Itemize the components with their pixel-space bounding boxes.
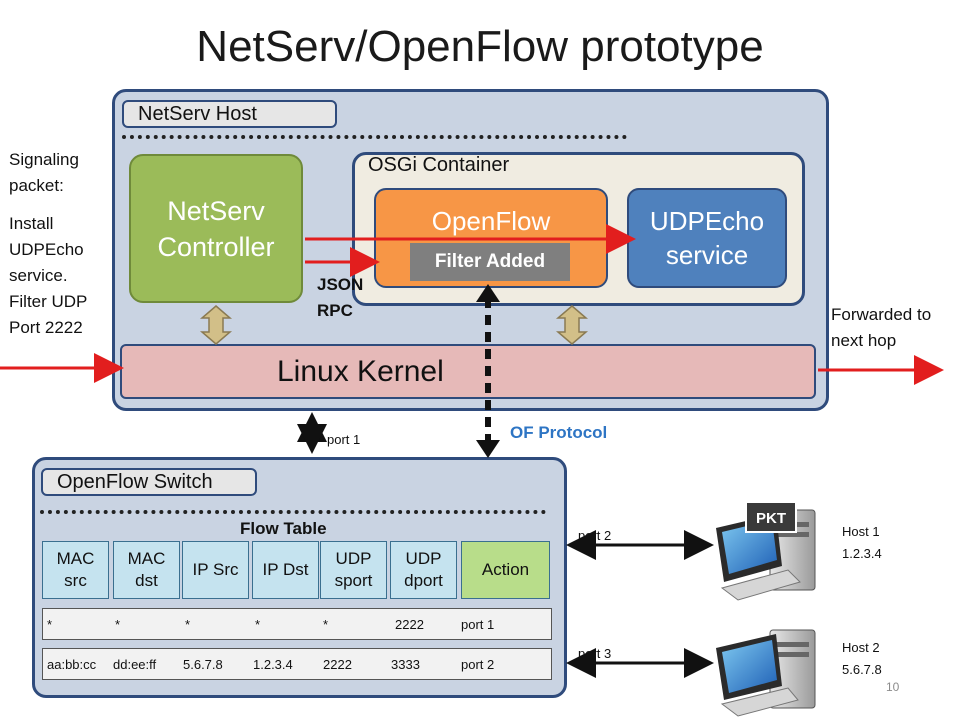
flow-cell: 2222 (323, 656, 352, 672)
forwarded-label: Forwarded to next hop (831, 305, 932, 350)
signaling-line: Port 2222 (9, 318, 83, 337)
flow-cell: aa:bb:cc (47, 656, 97, 672)
flow-cell: * (323, 616, 329, 632)
flow-header-text: IP Src (192, 560, 239, 579)
host2-computer-icon (716, 629, 816, 717)
signaling-line: UDPEcho (9, 240, 84, 259)
json-rpc-label: JSON RPC (317, 275, 364, 320)
flow-header-ip-dst: IP Dst (252, 541, 319, 599)
slide-title: NetServ/OpenFlow prototype (196, 22, 764, 71)
linux-kernel-label: Linux Kernel (277, 354, 444, 388)
flow-row: aa:bb:cc dd:ee:ff 5.6.7.8 1.2.3.4 2222 3… (42, 648, 552, 680)
flow-cell: 2222 (395, 616, 424, 632)
flow-cell: * (47, 616, 53, 632)
pkt-label: PKT (756, 510, 786, 527)
flow-cell: port 2 (461, 656, 495, 672)
page-number: 10 (886, 680, 900, 694)
netserv-controller-label: NetServ Controller (157, 195, 275, 262)
flow-header-ip-src: IP Src (182, 541, 249, 599)
openflow-switch-tab: OpenFlow Switch (41, 468, 257, 496)
signaling-line: service. (9, 266, 68, 285)
port1-label: port 1 (327, 432, 361, 447)
flow-row: * * * * * 2222 port 1 (42, 608, 552, 640)
flow-header-udp-dport: UDP dport (390, 541, 457, 599)
flow-header-mac-src: MAC src (42, 541, 109, 599)
flow-header-udp-sport: UDP sport (320, 541, 387, 599)
flow-header-action: Action (461, 541, 550, 599)
linux-kernel: Linux Kernel (120, 344, 816, 399)
flow-cell: 1.2.3.4 (253, 656, 293, 672)
port2-label: port 2 (578, 528, 612, 543)
pkt-badge: PKT (745, 501, 797, 533)
filter-added-badge: Filter Added (410, 243, 570, 281)
flow-cell: 3333 (391, 656, 420, 672)
flow-header-text: UDP dport (404, 549, 443, 590)
flow-table-title: Flow Table (240, 519, 327, 538)
flow-header-mac-dst: MAC dst (113, 541, 180, 599)
flow-header-text: MAC dst (127, 549, 166, 590)
host-divider (122, 135, 627, 139)
port3-label: port 3 (578, 646, 612, 661)
flow-cell: port 1 (461, 616, 495, 632)
host1-ip: 1.2.3.4 (842, 546, 882, 561)
flow-cell: * (255, 616, 261, 632)
netserv-controller: NetServ Controller (129, 154, 303, 303)
signaling-lines: Install UDPEcho service. Filter UDP Port… (9, 211, 119, 341)
host1-name: Host 1 (842, 524, 880, 539)
openflow-label: OpenFlow (431, 206, 551, 236)
host1-computer-icon (716, 509, 816, 601)
host2-ip: 5.6.7.8 (842, 662, 882, 677)
host2-name: Host 2 (842, 640, 880, 655)
host1-label: Host 1 1.2.3.4 (842, 521, 882, 565)
of-protocol-label: OF Protocol (510, 423, 608, 442)
signaling-line: Filter UDP (9, 292, 88, 311)
flow-cell: 5.6.7.8 (183, 656, 223, 672)
udpecho-label: UDPEcho service (649, 206, 765, 270)
flow-cell: dd:ee:ff (113, 656, 157, 672)
flow-header-text: IP Dst (262, 560, 309, 579)
netserv-host-tab: NetServ Host (122, 100, 337, 128)
flow-header-text: UDP sport (334, 549, 373, 590)
flow-cell: * (185, 616, 191, 632)
udpecho-service: UDPEcho service (627, 188, 787, 288)
flow-header-text: MAC src (56, 549, 95, 590)
signaling-heading: Signaling packet: (9, 150, 79, 195)
flow-cell: * (115, 616, 121, 632)
signaling-line: Install (9, 214, 54, 233)
host2-label: Host 2 5.6.7.8 (842, 637, 882, 681)
osgi-label: OSGi Container (368, 154, 510, 176)
flow-header-text: Action (481, 560, 530, 579)
switch-divider (40, 510, 546, 514)
